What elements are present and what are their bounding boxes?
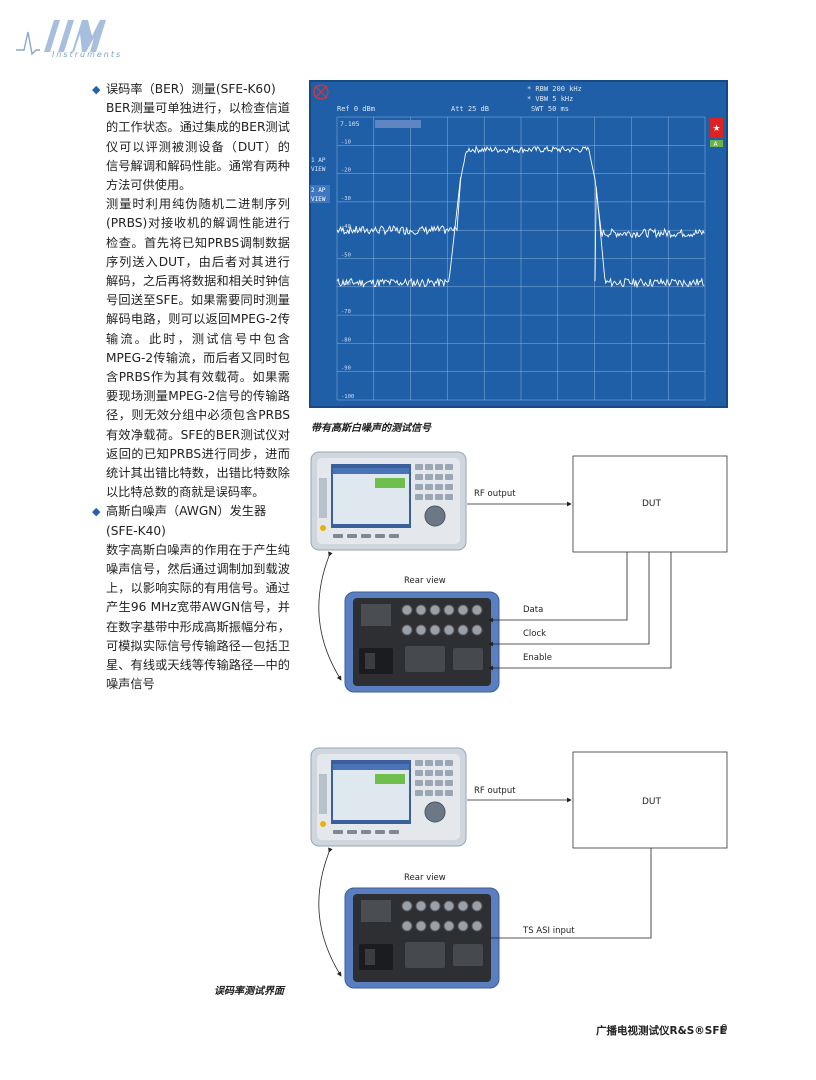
marker-icon [313, 84, 329, 100]
y-tick-label: -80 [341, 337, 351, 343]
spectrum-trace-2 [336, 177, 705, 289]
front-rear-link-1 [318, 551, 342, 681]
y-tick-label: -20 [341, 168, 351, 174]
ref-label: Ref 0 dBm [337, 105, 375, 113]
logo-subtitle: Instruments [52, 50, 123, 59]
ber-heading-text: 误码率（BER）测量(SFE-K60) [106, 82, 276, 96]
y-tick-label: -90 [341, 366, 351, 372]
dut-box-1 [572, 455, 728, 553]
trace1-label: 1 AP [311, 157, 326, 164]
spectrum-caption: 带有高斯白噪声的测试信号 [311, 423, 431, 434]
text-column: ◆ 误码率（BER）测量(SFE-K60) BER测量可单独进行，以检查信道的工… [92, 80, 290, 695]
awgn-paragraph: 数字高斯白噪声的作用在于产生纯噪声信号，然后通过调制加到载波上，以影响实际的有用… [106, 542, 290, 692]
spectrum-grid [336, 116, 706, 401]
ts-asi-line [489, 848, 652, 939]
data-label: Data [523, 605, 544, 615]
diagram-caption: 误码率测试界面 [214, 986, 284, 997]
marker-value: 7.105 [340, 120, 360, 128]
awgn-heading: ◆ 高斯白噪声（AWGN）发生器(SFE-K40) [92, 502, 290, 540]
diamond-bullet-icon: ◆ [92, 83, 101, 96]
rear-view-label-1: Rear view [404, 576, 446, 586]
swt-label: SWT 50 ms [531, 105, 569, 113]
rf-output-label-2: RF output [474, 786, 516, 796]
spectrum-trace [336, 145, 705, 239]
trace2-label: 2 AP [311, 187, 326, 194]
clock-label: Clock [523, 629, 547, 639]
instrument-front-1 [310, 451, 467, 551]
clock-line [488, 552, 650, 647]
rbw-label: * RBW 200 kHz [527, 85, 582, 93]
y-tick-label: -100 [341, 394, 354, 400]
company-logo [16, 20, 106, 56]
y-tick-label: -60 [341, 281, 351, 287]
y-tick-label: -10 [341, 139, 351, 145]
enable-line [488, 552, 672, 671]
spectrum-plot: * RBW 200 kHz * VBW 5 kHz SWT 50 ms Ref … [309, 80, 728, 408]
att-label: Att 25 dB [451, 105, 489, 113]
trace2-view: VIEW [311, 196, 326, 203]
diamond-bullet-icon: ◆ [92, 505, 101, 519]
ber-paragraph-2: 测量时利用纯伪随机二进制序列(PRBS)对接收机的解调性能进行检查。首先将已知P… [106, 197, 290, 500]
ber-setup-diagram [310, 451, 728, 989]
instrument-rear-2 [344, 887, 500, 989]
ts-asi-label: TS ASI input [523, 926, 575, 936]
dut-label-1: DUT [642, 499, 662, 509]
y-tick-label: -40 [341, 224, 351, 230]
rf-output-label-1: RF output [474, 489, 516, 499]
rear-view-label-2: Rear view [404, 873, 446, 883]
page-number: 9 [721, 1023, 728, 1035]
status-a: A [714, 141, 719, 148]
dut-box-2 [572, 751, 728, 849]
ber-paragraph-1: BER测量可单独进行，以检查信道的工作状态。通过集成的BER测试仪可以评测被测设… [106, 101, 290, 193]
y-tick-labels: -10 -20 -30 -40 -50 -60 -70 -80 -90 -100 [341, 139, 354, 400]
y-tick-label: -70 [341, 309, 351, 315]
dut-label-2: DUT [642, 797, 662, 807]
awgn-heading-text: 高斯白噪声（AWGN）发生器(SFE-K40) [106, 504, 267, 538]
y-tick-label: -50 [341, 253, 351, 259]
vbw-label: * VBW 5 kHz [527, 95, 573, 103]
enable-label: Enable [523, 653, 552, 663]
y-tick-label: -30 [341, 196, 351, 202]
star-icon: ★ [713, 124, 721, 134]
data-line [488, 552, 628, 623]
front-rear-link-2 [318, 847, 342, 977]
instrument-rear-1 [344, 591, 500, 693]
instrument-front-2 [310, 747, 467, 847]
footer-title: 广播电视测试仪R&S®SFE [596, 1025, 727, 1037]
trace1-view: VIEW [311, 166, 326, 173]
ber-heading: ◆ 误码率（BER）测量(SFE-K60) [92, 80, 290, 99]
